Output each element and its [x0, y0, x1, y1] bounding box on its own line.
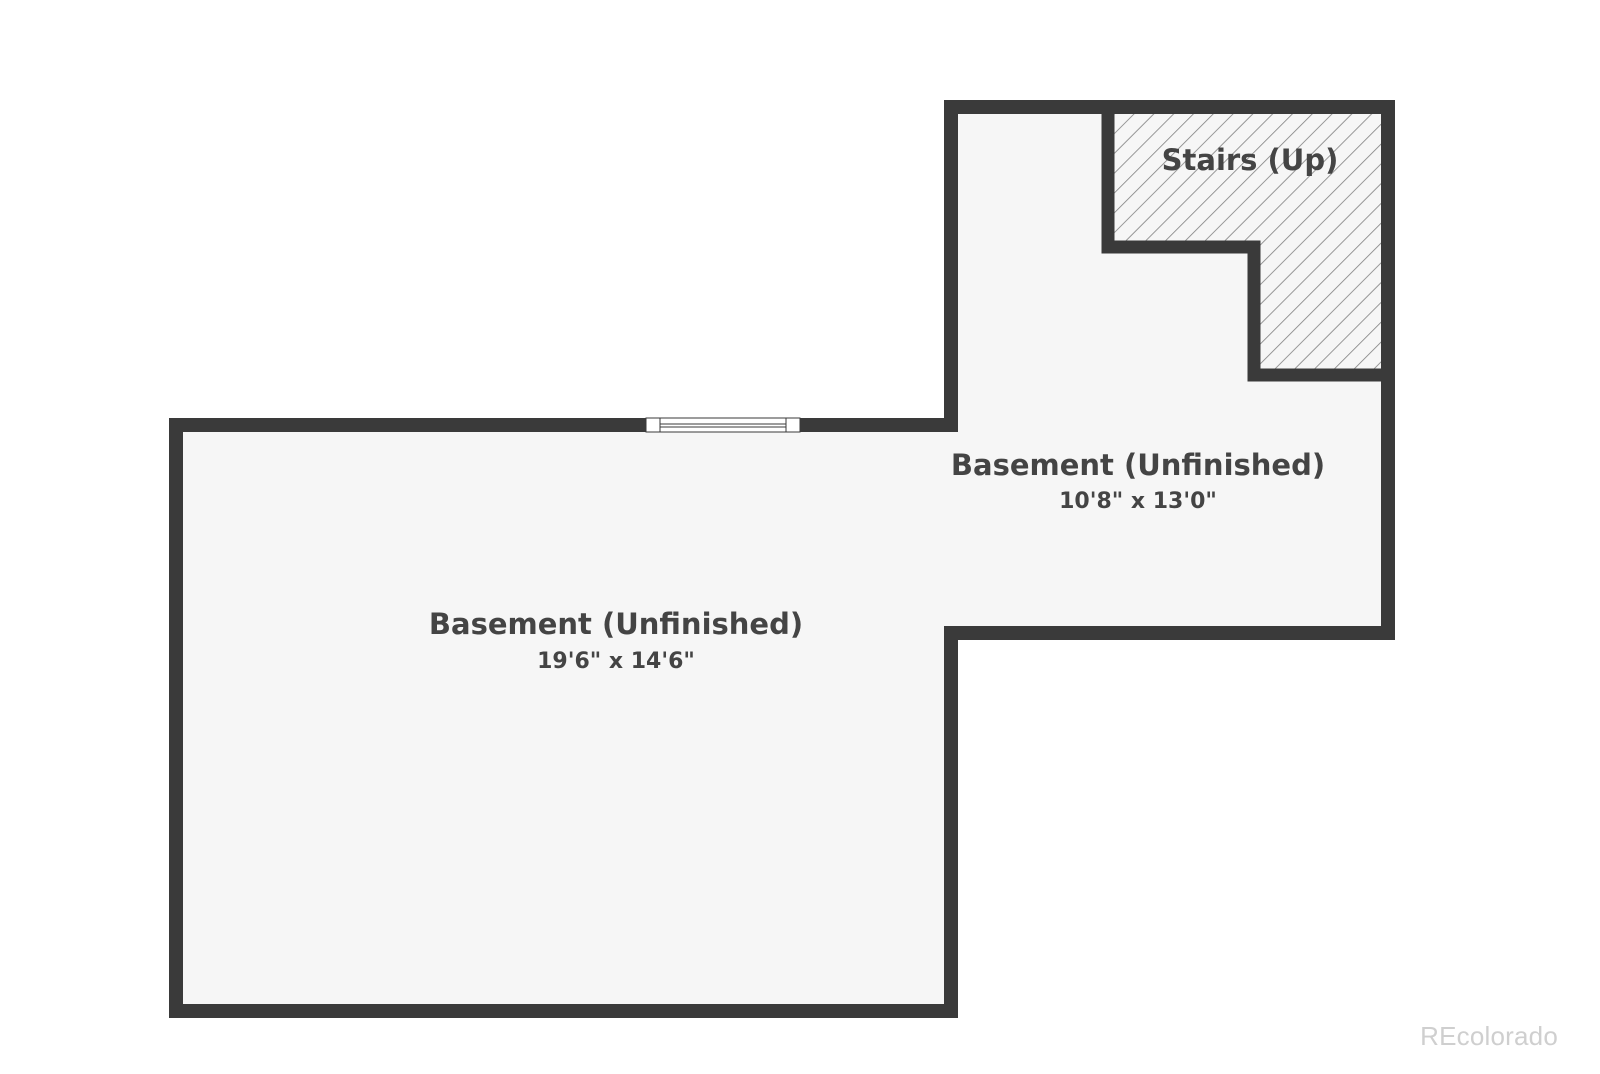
watermark-logo: REcolorado: [1420, 1021, 1558, 1051]
exterior-wall: [169, 100, 1395, 1018]
upper-basement-name: Basement (Unfinished): [951, 448, 1325, 482]
window: [645, 417, 801, 433]
stairs-label: Stairs (Up): [1162, 143, 1339, 177]
main-basement-name: Basement (Unfinished): [429, 607, 803, 641]
floor-area: [182, 114, 1381, 1004]
upper-basement-dimensions: 10'8" x 13'0": [1059, 489, 1217, 514]
main-basement-dimensions: 19'6" x 14'6": [537, 649, 695, 674]
